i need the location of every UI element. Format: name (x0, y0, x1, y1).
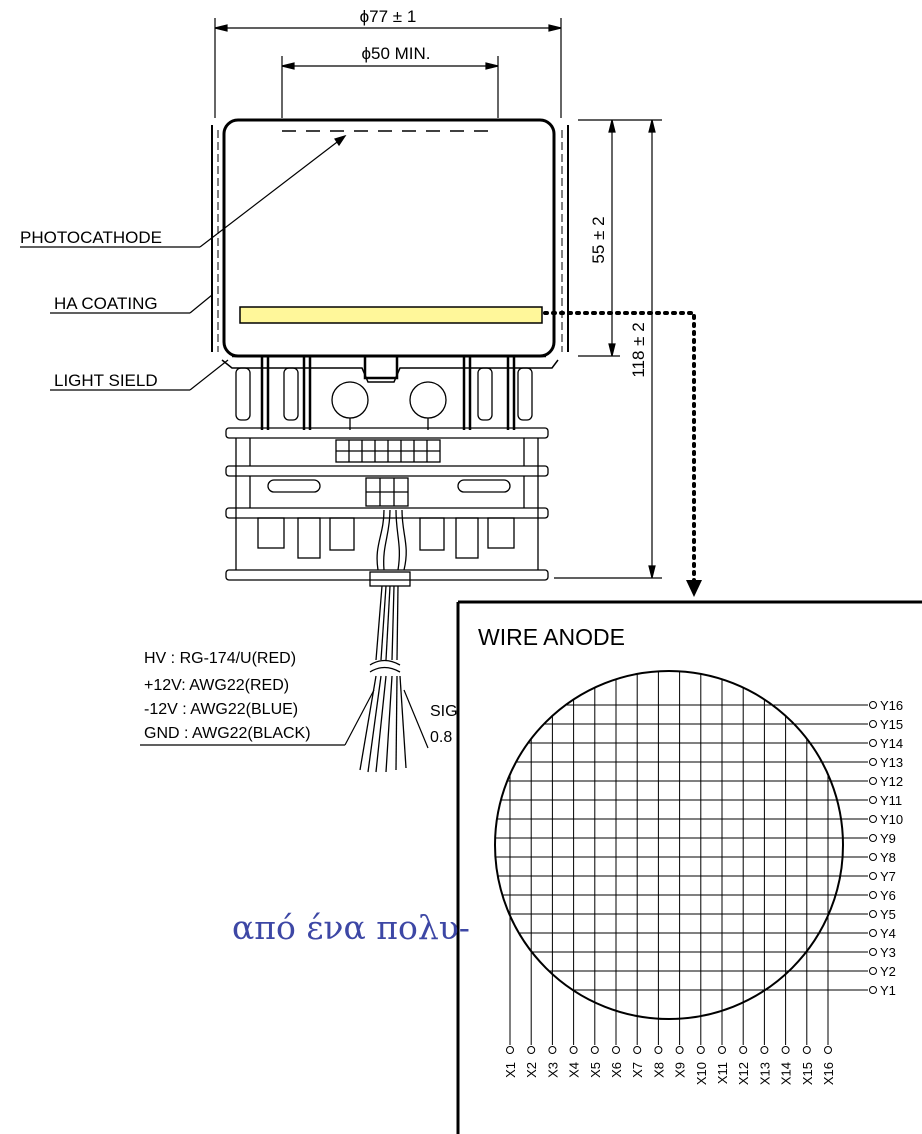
cable-minus12v-label: -12V : AWG22(BLUE) (144, 701, 298, 718)
tube-body (211, 118, 569, 383)
y-terminal (869, 720, 877, 728)
cable-hv-label: HV : RG-174/U(RED) (144, 650, 296, 667)
effective-diameter-label: ϕ50 MIN. (361, 44, 430, 63)
y-wire-label: Y11 (880, 793, 902, 808)
dotted-connector (543, 311, 702, 597)
y-terminal (869, 777, 877, 785)
x-wire-label: X10 (694, 1062, 709, 1085)
y-terminal (869, 739, 877, 747)
y-wire-label: Y12 (880, 774, 903, 789)
x-terminal (718, 1046, 726, 1054)
y-terminal (869, 891, 877, 899)
x-wire-label: X2 (524, 1062, 539, 1078)
y-wire-label: Y10 (880, 812, 903, 827)
x-terminal (590, 1046, 599, 1054)
y-terminal (869, 701, 877, 709)
x-terminal (527, 1046, 536, 1054)
wire-anode-panel (456, 600, 922, 1134)
y-terminal (869, 948, 877, 956)
total-height-label: 118 ± 2 (629, 322, 648, 377)
x-terminal (569, 1046, 578, 1054)
x-wire-label: X14 (779, 1062, 794, 1085)
x-terminal (675, 1046, 684, 1054)
x-wire-label: X6 (609, 1062, 624, 1078)
x-wire-label: X11 (715, 1062, 730, 1084)
wire-anode-title: WIRE ANODE (478, 624, 625, 650)
y-wire-label: Y7 (880, 869, 896, 884)
y-wire-label: Y9 (880, 831, 896, 846)
photocathode-label: PHOTOCATHODE (20, 228, 162, 247)
cable-leaders (140, 689, 429, 749)
y-terminal (869, 910, 877, 918)
x-wire-label: X9 (673, 1062, 688, 1078)
y-terminal (869, 853, 877, 861)
height-dimensions (554, 119, 662, 579)
x-wire-label: X4 (567, 1062, 582, 1078)
callout-leaders (20, 134, 347, 391)
outer-diameter-label: ϕ77 ± 1 (360, 7, 417, 26)
x-wire-label: X7 (630, 1062, 645, 1078)
y-terminal (869, 796, 877, 804)
y-terminal (869, 929, 877, 937)
light-shield-label: LIGHT SIELD (54, 371, 158, 390)
x-terminal (824, 1046, 832, 1054)
y-terminal (869, 872, 877, 880)
x-terminal (696, 1046, 705, 1054)
x-terminal (802, 1046, 811, 1054)
y-wire-label: Y16 (880, 698, 903, 713)
tube-height-label: 55 ± 2 (589, 216, 608, 263)
anode-circle (494, 670, 844, 1020)
signal-label: SIG (430, 703, 458, 720)
y-wire-label: Y8 (880, 850, 896, 865)
effective-diameter-dimension (281, 56, 499, 118)
ha-coating-label: HA COATING (54, 294, 158, 313)
greek-caption: από ένα πολυ- (232, 908, 470, 947)
y-terminal (869, 758, 877, 766)
y-wire-label: Y2 (880, 964, 896, 979)
y-wire-label: Y14 (880, 736, 903, 751)
cable-gnd-label: GND : AWG22(BLACK) (144, 725, 311, 742)
y-terminal (869, 834, 877, 842)
x-wire-label: X13 (757, 1062, 772, 1085)
y-wire-label: Y1 (880, 983, 896, 998)
divider-electronics (225, 356, 549, 773)
x-wire-label: X15 (800, 1062, 815, 1085)
y-wire-label: Y15 (880, 717, 903, 732)
x-wire-label: X16 (821, 1062, 836, 1085)
y-wire-label: Y3 (880, 945, 896, 960)
x-terminal (739, 1046, 748, 1054)
x-terminal (548, 1046, 557, 1054)
x-terminal (760, 1046, 769, 1054)
anode-strip (239, 306, 543, 324)
y-terminal (869, 986, 877, 994)
signal-label-2: 0.8 (430, 729, 452, 746)
x-terminal (781, 1046, 790, 1054)
y-wire-label: Y6 (880, 888, 896, 903)
y-terminal (869, 967, 877, 975)
x-terminal (612, 1046, 620, 1054)
x-terminal (654, 1046, 663, 1054)
x-wire-label: X1 (503, 1062, 518, 1078)
x-terminal (633, 1046, 642, 1054)
x-terminal (506, 1046, 514, 1054)
x-wire-label: X12 (736, 1062, 751, 1085)
y-wire-label: Y4 (880, 926, 896, 941)
x-wire-label: X3 (545, 1062, 560, 1078)
y-wire-label: Y5 (880, 907, 896, 922)
cable-plus12v-label: +12V: AWG22(RED) (144, 677, 289, 694)
x-wire-label: X8 (651, 1062, 666, 1078)
y-terminal (869, 815, 877, 823)
y-wire-label: Y13 (880, 755, 903, 770)
anode-grid: Y16Y15Y14Y13Y12Y11Y10Y9Y8Y7Y6Y5Y4Y3Y2Y1X… (494, 670, 903, 1085)
outer-diameter-dimension (214, 18, 562, 118)
x-wire-label: X5 (588, 1062, 603, 1078)
